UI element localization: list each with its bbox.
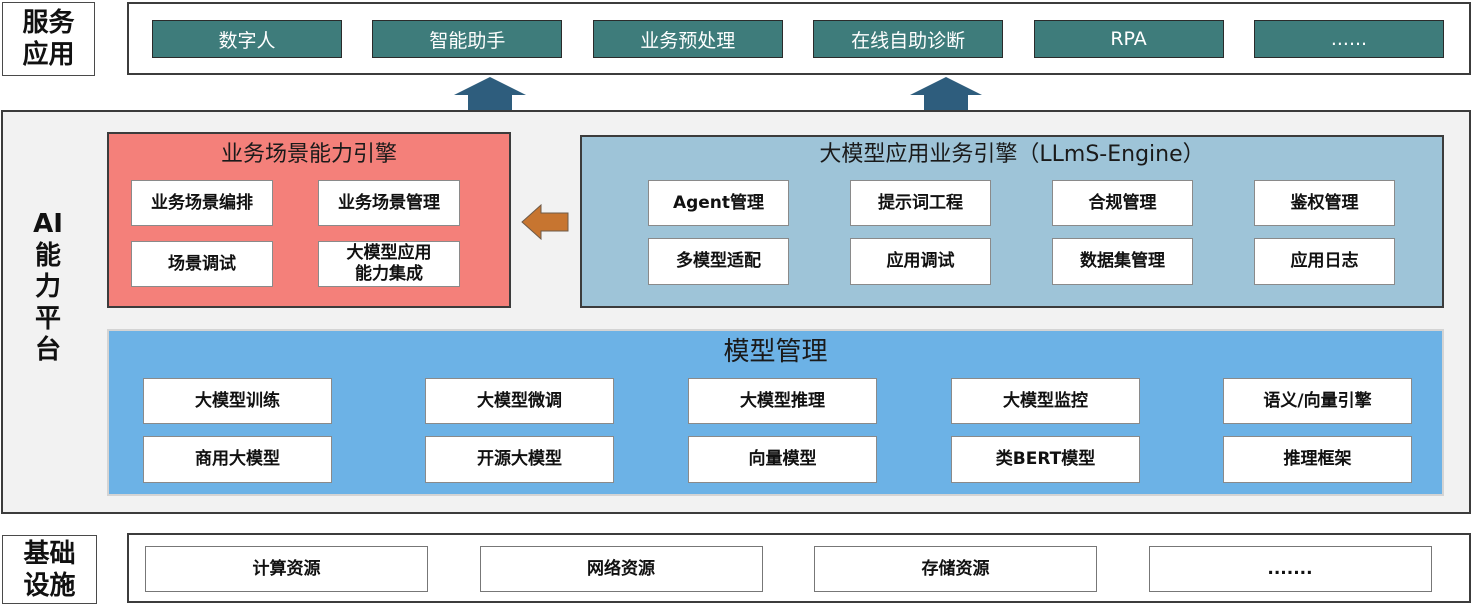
ai-platform-label-line: 平 xyxy=(34,303,61,334)
open-source-llm-box: 开源大模型 xyxy=(425,436,614,483)
llm-monitoring-box: 大模型监控 xyxy=(951,378,1140,424)
service-layer-label-line: 服务 xyxy=(22,8,75,38)
infrastructure-label-line: 基础 xyxy=(23,538,76,569)
dataset-management-box: 数据集管理 xyxy=(1052,238,1193,285)
semantic-vector-engine-box: 语义/向量引擎 xyxy=(1223,378,1412,424)
llm-capability-integration-line: 能力集成 xyxy=(355,264,423,284)
scenario-management-label: 业务场景管理 xyxy=(338,192,440,213)
compute-resources-box: 计算资源 xyxy=(145,546,428,592)
infrastructure-label-line: 设施 xyxy=(23,570,76,601)
application-debugging-box: 应用调试 xyxy=(850,238,991,285)
infrastructure-label: 基础 设施 xyxy=(2,535,97,604)
llm-finetuning-box: 大模型微调 xyxy=(425,378,614,424)
service-layer-label: 服务 应用 xyxy=(2,2,95,76)
service-item-rpa: RPA xyxy=(1033,20,1224,58)
ai-platform-label-line: AI xyxy=(33,209,63,239)
llm-engine-grid: Agent管理 提示词工程 合规管理 鉴权管理 多模型适配 应用调试 数据集管理… xyxy=(648,180,1395,285)
infrastructure-more-box: ....... xyxy=(1148,546,1432,592)
service-item-online-self-diagnosis: 在线自助诊断 xyxy=(813,20,1004,58)
scenario-management-box: 业务场景管理 xyxy=(318,180,460,226)
model-management-panel: 模型管理 大模型训练 大模型微调 大模型推理 大模型监控 语义/向量引擎 商用大… xyxy=(107,329,1444,496)
storage-resources-box: 存储资源 xyxy=(814,546,1097,592)
service-item-business-preprocessing: 业务预处理 xyxy=(592,20,783,58)
service-item-digital-human: 数字人 xyxy=(152,20,342,58)
up-arrow-icon xyxy=(454,77,526,110)
scenario-engine-title: 业务场景能力引擎 xyxy=(220,142,397,167)
service-item-smart-assistant: 智能助手 xyxy=(372,20,563,58)
llm-engine-panel: 大模型应用业务引擎（LLmS-Engine） Agent管理 提示词工程 合规管… xyxy=(580,135,1444,308)
scenario-debugging-label: 场景调试 xyxy=(168,253,236,274)
left-arrow-icon xyxy=(521,204,569,240)
scenario-engine-panel: 业务场景能力引擎 业务场景编排 业务场景管理 场景调试 大模型应用 能力集成 xyxy=(107,132,511,308)
up-arrow-shape xyxy=(910,77,982,110)
scenario-engine-grid: 业务场景编排 业务场景管理 场景调试 大模型应用 能力集成 xyxy=(131,180,460,287)
llm-inference-box: 大模型推理 xyxy=(688,378,877,424)
commercial-llm-box: 商用大模型 xyxy=(143,436,332,483)
service-layer-label-line: 应用 xyxy=(22,40,75,70)
llm-engine-title: 大模型应用业务引擎（LLmS-Engine） xyxy=(819,142,1205,167)
multi-model-adaptation-box: 多模型适配 xyxy=(648,238,789,285)
agent-management-box: Agent管理 xyxy=(648,180,789,226)
scenario-debugging-box: 场景调试 xyxy=(131,241,273,287)
llm-training-box: 大模型训练 xyxy=(143,378,332,424)
up-arrow-shape xyxy=(454,77,526,110)
prompt-engineering-box: 提示词工程 xyxy=(850,180,991,226)
ai-platform-container: AI 能 力 平 台 业务场景能力引擎 业务场景编排 业务场景管理 场景调试 大… xyxy=(1,110,1471,514)
compliance-management-box: 合规管理 xyxy=(1052,180,1193,226)
ai-platform-label-line: 力 xyxy=(34,272,61,302)
service-layer-container: 数字人 智能助手 业务预处理 在线自助诊断 RPA ...... xyxy=(127,2,1471,75)
network-resources-box: 网络资源 xyxy=(479,546,763,592)
infrastructure-container: 计算资源 网络资源 存储资源 ....... xyxy=(127,533,1471,603)
inference-framework-box: 推理框架 xyxy=(1223,436,1412,483)
model-management-title: 模型管理 xyxy=(723,337,828,367)
vector-model-box: 向量模型 xyxy=(688,436,877,483)
ai-platform-label-line: 台 xyxy=(34,335,61,365)
left-arrow-shape xyxy=(521,204,569,240)
service-item-more: ...... xyxy=(1253,20,1444,58)
llm-capability-integration-line: 大模型应用 xyxy=(346,243,432,263)
authentication-management-box: 鉴权管理 xyxy=(1254,180,1395,226)
up-arrow-icon xyxy=(910,77,982,110)
scenario-orchestration-box: 业务场景编排 xyxy=(131,180,273,226)
bert-like-model-box: 类BERT模型 xyxy=(951,436,1140,483)
application-log-box: 应用日志 xyxy=(1254,238,1395,285)
ai-platform-label-line: 能 xyxy=(34,240,61,271)
ai-platform-label: AI 能 力 平 台 xyxy=(20,209,76,367)
llm-capability-integration-box: 大模型应用 能力集成 xyxy=(318,241,460,287)
scenario-orchestration-label: 业务场景编排 xyxy=(151,192,253,213)
